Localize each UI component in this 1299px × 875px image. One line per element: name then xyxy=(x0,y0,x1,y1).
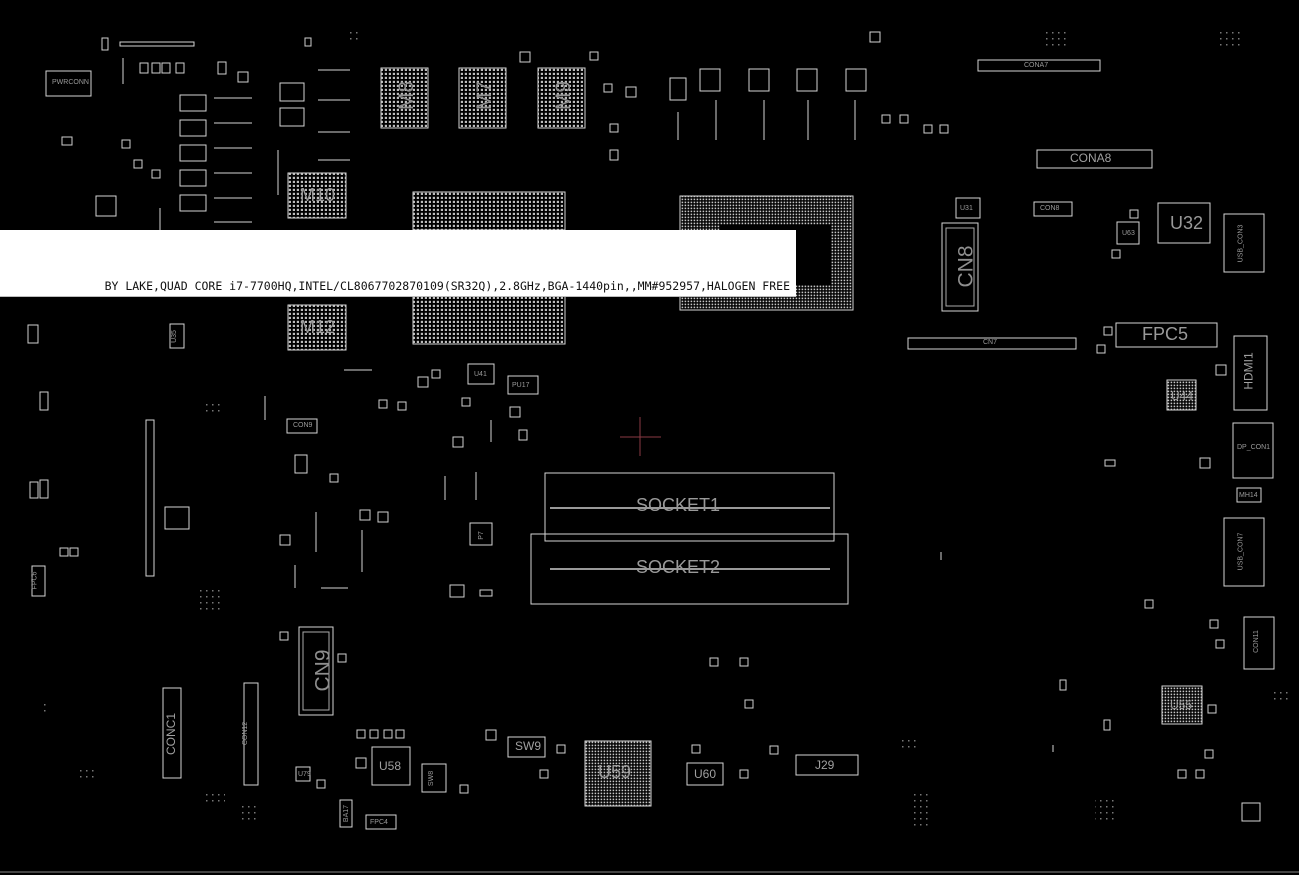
label-usb-con3[interactable]: USB_CON3 xyxy=(1237,224,1245,263)
label-fpc6[interactable]: FPC6 xyxy=(31,571,39,590)
label-cn7[interactable]: CN7 xyxy=(983,339,998,346)
label-u63[interactable]: U63 xyxy=(1122,230,1135,237)
component-info-tooltip: BY LAKE,QUAD CORE i7-7700HQ,INTEL/CL8067… xyxy=(0,230,796,297)
label-socket2[interactable]: SOCKET2 xyxy=(636,557,721,577)
label-u35[interactable]: U35 xyxy=(170,330,178,343)
label-j29[interactable]: J29 xyxy=(815,758,835,772)
label-cona7[interactable]: CONA7 xyxy=(1024,62,1049,69)
label-m8[interactable]: M8 xyxy=(395,80,419,111)
label-fpc4[interactable]: FPC4 xyxy=(370,819,388,826)
label-fpc5[interactable]: FPC5 xyxy=(1142,324,1189,344)
label-mh14[interactable]: MH14 xyxy=(1239,492,1258,499)
label-usb-con7[interactable]: USB_CON7 xyxy=(1237,532,1245,571)
label-u60[interactable]: U60 xyxy=(694,767,717,781)
label-u59[interactable]: U59 xyxy=(598,762,632,782)
label-con9[interactable]: CON9 xyxy=(293,422,313,429)
label-u41[interactable]: U41 xyxy=(474,371,487,378)
label-m12[interactable]: M12 xyxy=(300,317,336,337)
label-ba17[interactable]: BA17 xyxy=(343,804,351,823)
label-u58[interactable]: U58 xyxy=(379,759,402,773)
label-pwrconn[interactable]: PWRCONN xyxy=(52,79,89,86)
label-u31[interactable]: U31 xyxy=(960,205,973,212)
label-m9[interactable]: M9 xyxy=(552,80,576,111)
label-conc1[interactable]: CONC1 xyxy=(164,712,179,756)
label-cn8[interactable]: CN8 xyxy=(954,245,978,288)
label-u79[interactable]: U79 xyxy=(298,771,311,778)
label-socket1[interactable]: SOCKET1 xyxy=(636,495,721,515)
label-sw9[interactable]: SW9 xyxy=(515,739,542,753)
crosshair-cursor-icon xyxy=(620,417,661,456)
label-u55[interactable]: U55 xyxy=(1170,698,1193,712)
label-p7[interactable]: P7 xyxy=(477,531,485,540)
label-m7[interactable]: M7 xyxy=(473,80,497,111)
label-u32[interactable]: U32 xyxy=(1170,213,1204,233)
label-cona8[interactable]: CONA8 xyxy=(1070,151,1112,165)
label-pu17[interactable]: PU17 xyxy=(512,382,530,389)
label-con12[interactable]: CON12 xyxy=(242,721,250,746)
label-dp-con1[interactable]: DP_CON1 xyxy=(1237,444,1271,451)
label-sw8[interactable]: SW8 xyxy=(428,770,436,787)
label-u44[interactable]: U44 xyxy=(1171,389,1194,403)
label-m10[interactable]: M10 xyxy=(300,185,336,205)
label-cn9[interactable]: CN9 xyxy=(311,649,335,692)
label-hdmi1[interactable]: HDMI1 xyxy=(1241,352,1256,390)
tooltip-text: BY LAKE,QUAD CORE i7-7700HQ,INTEL/CL8067… xyxy=(104,279,790,293)
label-con11[interactable]: CON11 xyxy=(1252,630,1260,653)
label-con8[interactable]: CON8 xyxy=(1040,205,1060,212)
